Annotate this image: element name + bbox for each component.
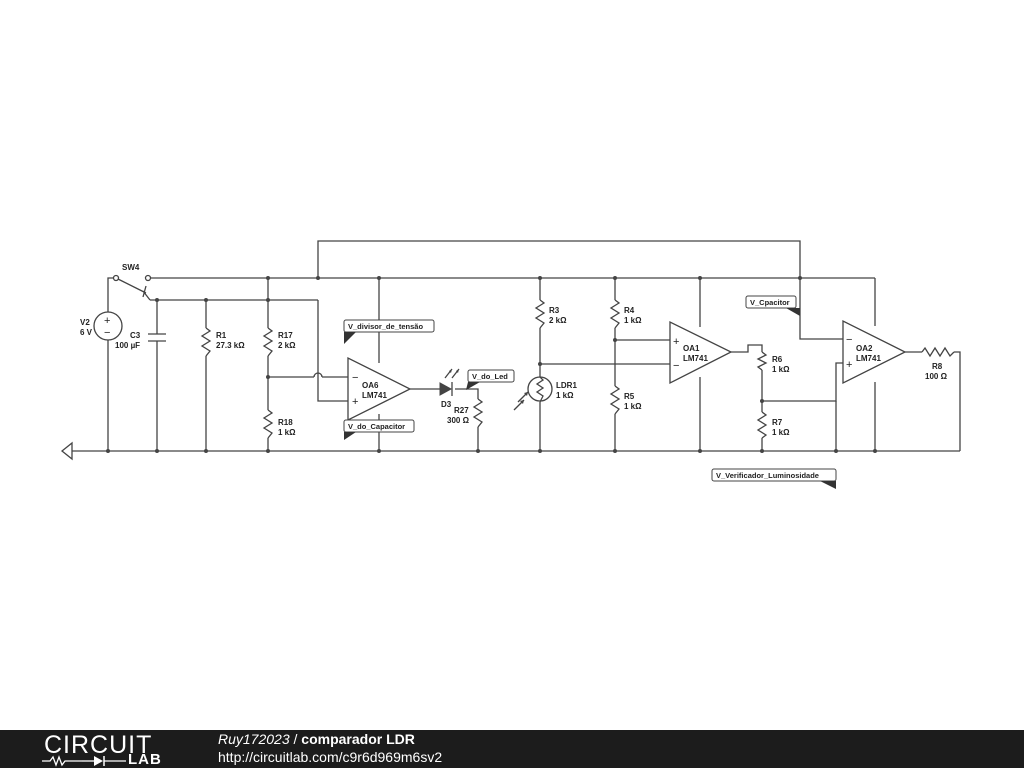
- v2-minus-sign: −: [104, 327, 110, 339]
- resistor-r3[interactable]: R3 2 kΩ: [534, 299, 567, 329]
- resistor-r5[interactable]: R5 1 kΩ: [609, 385, 642, 415]
- d3-name: D3: [441, 400, 452, 409]
- probe-led-label: V_do_Led: [472, 372, 508, 381]
- oa6-minus: −: [352, 372, 358, 384]
- voltage-source-v2[interactable]: + − V2 6 V: [80, 311, 123, 341]
- oa2-name: OA2: [856, 344, 873, 353]
- c3-name: C3: [130, 331, 141, 340]
- probe-divisor-label: V_divisor_de_tensão: [348, 322, 423, 331]
- oa6-name: OA6: [362, 381, 379, 390]
- r1-name: R1: [216, 331, 227, 340]
- ldr1-name: LDR1: [556, 381, 577, 390]
- oa2-model: LM741: [856, 354, 881, 363]
- oa6-model: LM741: [362, 391, 387, 400]
- r5-value: 1 kΩ: [624, 402, 642, 411]
- probe-capacitor-label: V_do_Capacitor: [348, 422, 405, 431]
- schematic-canvas: SW4 + − V2 6 V C3 100 µF R1 27.3 kΩ R17 …: [60, 240, 961, 489]
- resistor-r17[interactable]: R17 2 kΩ: [262, 327, 296, 357]
- circuit-title-line: Ruy172023 / comparador LDR: [218, 731, 415, 747]
- junctions: [106, 276, 877, 453]
- r27-name: R27: [454, 406, 469, 415]
- switch-sw4[interactable]: SW4: [112, 263, 152, 298]
- oa1-model: LM741: [683, 354, 708, 363]
- r18-value: 1 kΩ: [278, 428, 296, 437]
- r7-name: R7: [772, 418, 783, 427]
- r6-name: R6: [772, 355, 783, 364]
- r1-value: 27.3 kΩ: [216, 341, 245, 350]
- circuitlab-logo-bottom: LAB: [128, 751, 162, 768]
- v2-value: 6 V: [80, 328, 93, 337]
- opamp-oa1[interactable]: + − OA1 LM741: [669, 320, 733, 385]
- oa1-name: OA1: [683, 344, 700, 353]
- r17-name: R17: [278, 331, 293, 340]
- resistor-r18[interactable]: R18 1 kΩ: [262, 409, 296, 439]
- resistor-r1[interactable]: R1 27.3 kΩ: [200, 327, 245, 357]
- probe-verificador[interactable]: V_Verificador_Luminosidade: [711, 468, 837, 489]
- probe-capacitor[interactable]: V_do_Capacitor: [343, 419, 415, 440]
- r3-value: 2 kΩ: [549, 316, 567, 325]
- circuitlab-logo-top[interactable]: CIRCUIT: [44, 731, 153, 759]
- resistor-r7[interactable]: R7 1 kΩ: [756, 411, 790, 439]
- ldr-ldr1[interactable]: LDR1 1 kΩ: [513, 376, 577, 411]
- r8-name: R8: [932, 362, 943, 371]
- r4-value: 1 kΩ: [624, 316, 642, 325]
- probe-cpacitor[interactable]: V_Cpacitor: [745, 295, 800, 316]
- resistor-r27[interactable]: R27 300 Ω: [447, 398, 484, 428]
- led-d3[interactable]: D3: [439, 368, 460, 409]
- circuit-title[interactable]: comparador LDR: [301, 731, 415, 747]
- probe-divisor[interactable]: V_divisor_de_tensão: [343, 319, 435, 344]
- oa2-minus: −: [846, 334, 852, 346]
- probe-led[interactable]: V_do_Led: [466, 369, 515, 390]
- r27-value: 300 Ω: [447, 416, 470, 425]
- r6-value: 1 kΩ: [772, 365, 790, 374]
- v2-plus-sign: +: [104, 315, 110, 327]
- resistor-r8[interactable]: R8 100 Ω: [921, 346, 955, 381]
- ldr1-value: 1 kΩ: [556, 391, 574, 400]
- opamp-oa2[interactable]: − + OA2 LM741: [842, 319, 907, 385]
- r3-name: R3: [549, 306, 560, 315]
- r4-name: R4: [624, 306, 635, 315]
- r5-name: R5: [624, 392, 635, 401]
- ground-icon: [60, 441, 73, 461]
- wires: [72, 240, 961, 452]
- oa2-plus: +: [846, 359, 852, 371]
- opamp-oa6[interactable]: − + OA6 LM741: [347, 356, 412, 422]
- r7-value: 1 kΩ: [772, 428, 790, 437]
- oa1-plus: +: [673, 336, 679, 348]
- oa1-minus: −: [673, 360, 679, 372]
- title-separator: /: [289, 731, 302, 747]
- r8-value: 100 Ω: [925, 372, 948, 381]
- resistor-r6[interactable]: R6 1 kΩ: [756, 351, 790, 374]
- r17-value: 2 kΩ: [278, 341, 296, 350]
- probe-cpacitor-label: V_Cpacitor: [750, 298, 790, 307]
- c3-value: 100 µF: [115, 341, 140, 350]
- logo-waveform-icon: [42, 755, 126, 767]
- author-link[interactable]: Ruy172023: [218, 731, 290, 747]
- v2-name: V2: [80, 318, 90, 327]
- resistor-r4[interactable]: R4 1 kΩ: [609, 299, 642, 329]
- footer-bar: CIRCUIT LAB Ruy172023 / comparador LDR h…: [0, 730, 1024, 768]
- capacitor-c3[interactable]: C3 100 µF: [115, 331, 166, 350]
- oa6-plus: +: [352, 396, 358, 408]
- sw4-label: SW4: [122, 263, 140, 272]
- probe-verificador-label: V_Verificador_Luminosidade: [716, 471, 819, 480]
- r18-name: R18: [278, 418, 293, 427]
- circuit-url-link[interactable]: http://circuitlab.com/c9r6d969m6sv2: [218, 749, 443, 765]
